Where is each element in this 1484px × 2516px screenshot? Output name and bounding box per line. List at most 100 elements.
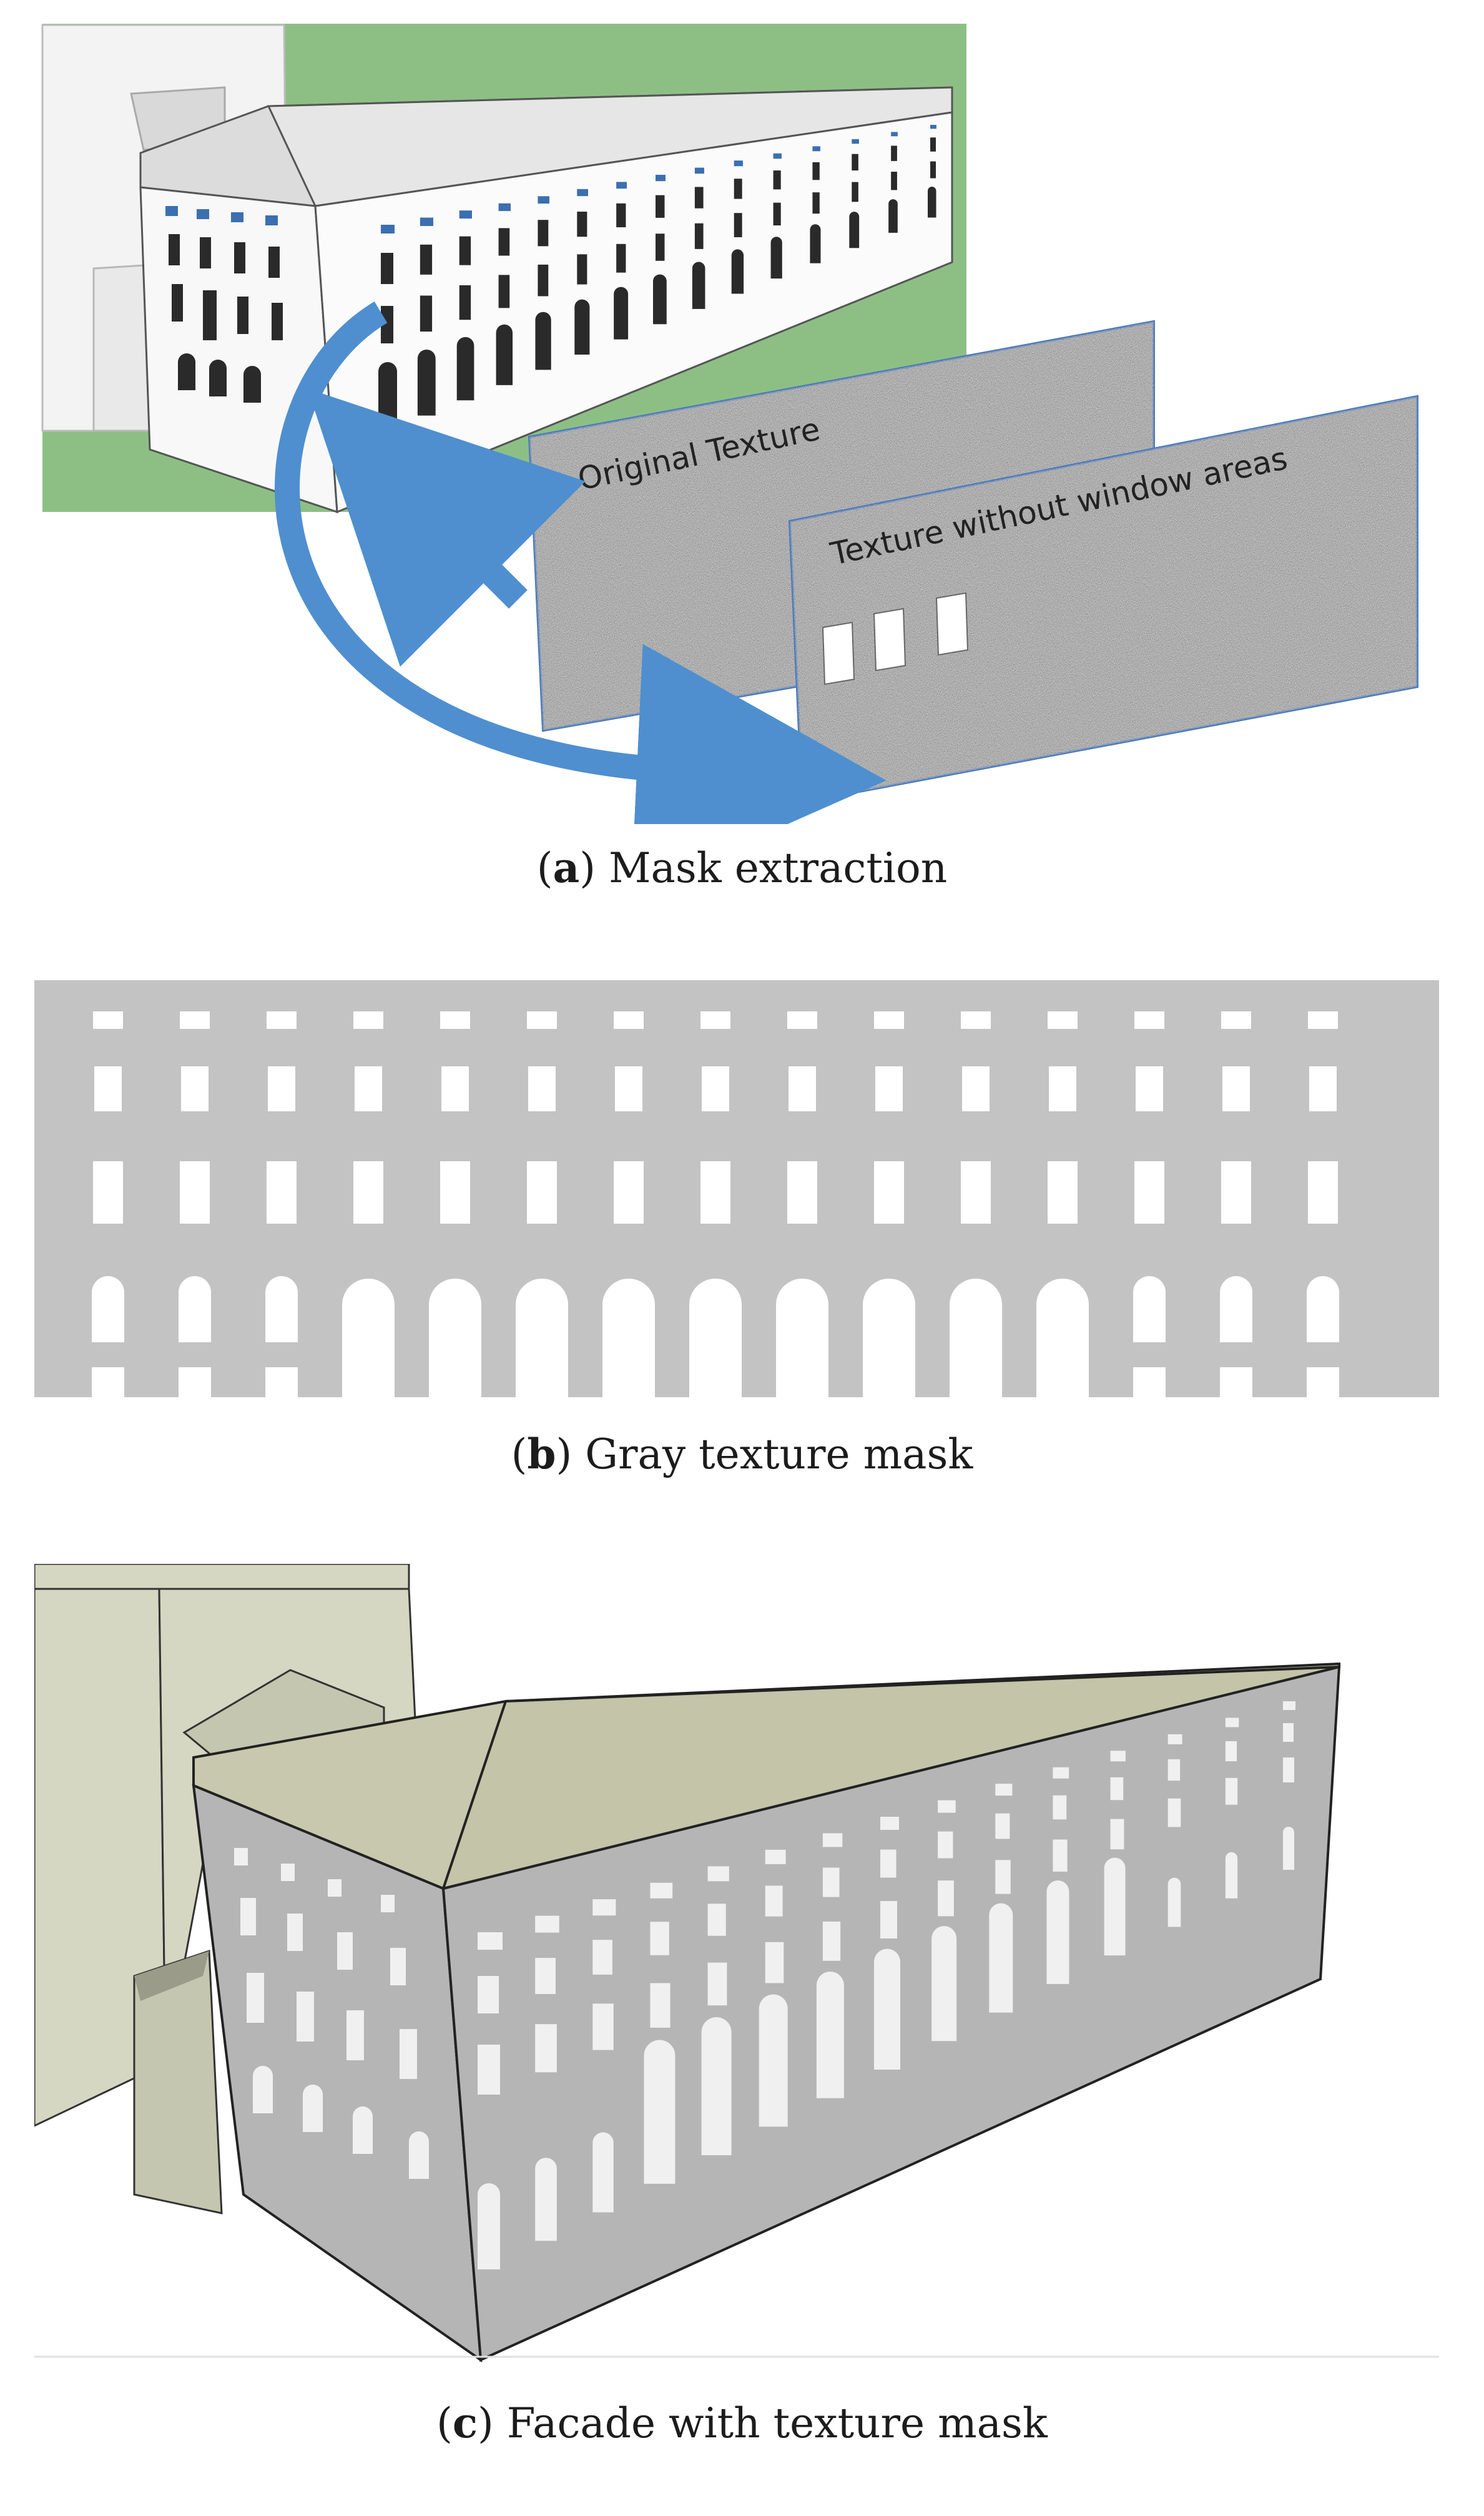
opening bbox=[1167, 1877, 1181, 1927]
panel-a-illustration: Original Texture Texture without window … bbox=[41, 24, 1418, 893]
panel-c-illustration bbox=[33, 1563, 1439, 2363]
window bbox=[417, 349, 436, 416]
window bbox=[773, 202, 781, 226]
window bbox=[734, 179, 742, 199]
window bbox=[420, 244, 433, 275]
mask-opening bbox=[1221, 1011, 1251, 1029]
mask-opening bbox=[180, 1161, 210, 1224]
opening bbox=[1110, 1819, 1124, 1850]
mask-opening bbox=[265, 1367, 298, 1397]
opening bbox=[874, 1948, 900, 2070]
opening bbox=[1225, 1741, 1237, 1762]
mask-opening bbox=[874, 1161, 904, 1224]
window bbox=[692, 262, 705, 309]
mask-opening bbox=[1133, 1367, 1166, 1397]
mask-opening bbox=[1136, 1066, 1163, 1111]
opening bbox=[650, 1983, 671, 2028]
window bbox=[496, 324, 513, 385]
mask-opening bbox=[342, 1279, 395, 1397]
mask-opening bbox=[429, 1279, 481, 1397]
window bbox=[891, 145, 897, 161]
opening bbox=[1225, 1717, 1239, 1727]
mask-opening bbox=[702, 1066, 729, 1111]
opening bbox=[938, 1831, 953, 1859]
mask-opening bbox=[528, 1066, 556, 1111]
mask-opening bbox=[92, 1276, 124, 1342]
window bbox=[891, 132, 898, 137]
mask-opening bbox=[614, 1161, 644, 1224]
short-wall-openings bbox=[234, 1848, 429, 2179]
opening bbox=[816, 1972, 844, 2098]
window bbox=[694, 187, 704, 209]
mask-opening bbox=[93, 1161, 123, 1224]
opening bbox=[1283, 1723, 1294, 1742]
opening bbox=[478, 1932, 503, 1950]
window bbox=[535, 312, 551, 370]
window bbox=[852, 139, 859, 144]
panel-c-facade-with-mask bbox=[33, 1563, 1439, 2366]
short-facade-windows bbox=[165, 206, 283, 403]
opening bbox=[707, 1904, 726, 1936]
mask-opening bbox=[92, 1367, 124, 1397]
window bbox=[734, 213, 742, 237]
opening bbox=[707, 1962, 727, 2006]
window bbox=[538, 196, 549, 204]
window bbox=[928, 187, 936, 218]
mask-opening bbox=[353, 1011, 383, 1029]
mask-opening bbox=[874, 1011, 904, 1029]
blue-straight-arrow bbox=[307, 388, 586, 667]
mask-opening bbox=[789, 1066, 816, 1111]
opening bbox=[880, 1901, 897, 1939]
mask-opening bbox=[267, 1161, 297, 1224]
window bbox=[459, 210, 472, 219]
mask-opening bbox=[787, 1011, 817, 1029]
mask-opening bbox=[267, 1011, 297, 1029]
window bbox=[930, 161, 936, 179]
opening bbox=[478, 1976, 499, 2013]
mask-opening bbox=[353, 1161, 383, 1224]
window bbox=[852, 154, 858, 171]
opening bbox=[1167, 1798, 1181, 1827]
mask-opening bbox=[527, 1011, 557, 1029]
opening bbox=[995, 1860, 1011, 1894]
mask-opening bbox=[1049, 1066, 1076, 1111]
mask-opening bbox=[1309, 1066, 1337, 1111]
window bbox=[930, 137, 936, 152]
opening bbox=[650, 1922, 669, 1955]
window bbox=[498, 228, 510, 256]
window bbox=[812, 192, 820, 214]
opening bbox=[1053, 1767, 1069, 1779]
opening bbox=[765, 1849, 786, 1864]
window bbox=[538, 220, 549, 247]
mask-opening bbox=[1307, 1367, 1339, 1397]
opening bbox=[822, 1833, 843, 1847]
mask-opening bbox=[94, 1066, 122, 1111]
mask-opening bbox=[441, 1066, 469, 1111]
mask-opening bbox=[1221, 1161, 1251, 1224]
mask-opening bbox=[961, 1011, 991, 1029]
mask-opening bbox=[265, 1276, 298, 1342]
mask-opening bbox=[1036, 1279, 1089, 1397]
blue-curved-arrow bbox=[275, 301, 887, 893]
caption-a: (a) Mask extraction bbox=[536, 843, 948, 892]
opening bbox=[535, 2024, 557, 2073]
window bbox=[459, 236, 471, 265]
window bbox=[381, 306, 393, 343]
window bbox=[381, 253, 393, 284]
texture-without-windows-panel: Texture without window areas bbox=[788, 395, 1418, 804]
mask-opening bbox=[602, 1279, 655, 1397]
window bbox=[378, 362, 397, 431]
opening bbox=[822, 1921, 841, 1961]
panel-b-gray-mask bbox=[34, 980, 1439, 1397]
opening bbox=[535, 2158, 557, 2241]
long-facade-windows bbox=[378, 125, 936, 431]
window bbox=[773, 170, 781, 190]
window bbox=[849, 212, 860, 248]
mask-opening bbox=[93, 1011, 123, 1029]
opening bbox=[759, 1994, 788, 2127]
opening bbox=[592, 1899, 616, 1916]
window bbox=[616, 243, 626, 273]
opening bbox=[478, 2045, 500, 2095]
window bbox=[773, 153, 782, 159]
window bbox=[420, 295, 433, 332]
